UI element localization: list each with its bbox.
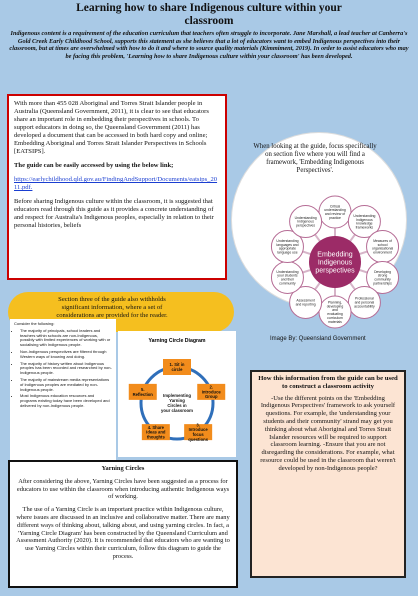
yarning-step-box [128,383,157,400]
consideration-item: The majority of principals, school leade… [20,328,112,348]
yarning-circles-title: Yarning Circles [101,465,145,472]
yarning-step-box [197,383,226,400]
yarning-step-box [163,359,191,375]
image-credit: Image By: Queensland Government [270,336,366,342]
framework-center [309,236,361,288]
yarning-circles-box: Yarning Circles After considering the ab… [8,460,238,588]
yarning-step-box [141,424,170,441]
framework-petal [347,205,381,239]
consideration-item: Most Indigenous education resources and … [20,393,112,408]
yarning-step-label: 5.Reflection [133,387,154,397]
framework-petal [366,260,400,294]
intro-paragraph: Indigenous content is a requirement of t… [9,30,409,60]
consideration-item: Non-Indigenous perspectives are filtered… [20,349,112,360]
consideration-item: The majority of mainstream media represe… [20,377,112,392]
framework-petal [289,285,323,319]
framework-note: When looking at the guide, focus specifi… [253,143,377,174]
yarning-paragraph-2: The use of a Yarning Circle is an import… [16,506,230,560]
guide-link[interactable]: https://earlychildhood.qld.gov.au/Findin… [14,176,218,191]
guide-info-box: With more than 455 028 Aboriginal and To… [7,94,227,280]
classroom-activity-box: How this information from the guide can … [250,370,406,578]
classroom-activity-body: -Use the different points on the 'Embedd… [260,394,396,472]
guide-link-heading: The guide can be easily accessed by usin… [14,162,174,169]
yarning-diagram-title: Yarning Circle Diagram [148,338,205,344]
framework-petal [270,230,304,264]
guide-paragraph-1: With more than 455 028 Aboriginal and To… [14,100,209,155]
yarning-step-box [184,424,213,441]
framework-petal [289,205,323,239]
page-title: Learning how to share Indigenous culture… [76,2,342,27]
considerations-heading: Consider the following: [14,321,55,326]
classroom-activity-title: How this information from the guide can … [258,375,398,390]
consideration-item: The majority of history written about In… [20,361,112,376]
section-three-text: Section three of the guide also withhold… [56,296,168,319]
considerations-list: The majority of principals, school leade… [14,328,112,409]
considerations-panel: Consider the following: The majority of … [10,319,116,485]
guide-paragraph-2: Before sharing Indigenous culture within… [14,198,214,229]
yarning-paragraph-1: After considering the above, Yarning Cir… [16,477,230,501]
